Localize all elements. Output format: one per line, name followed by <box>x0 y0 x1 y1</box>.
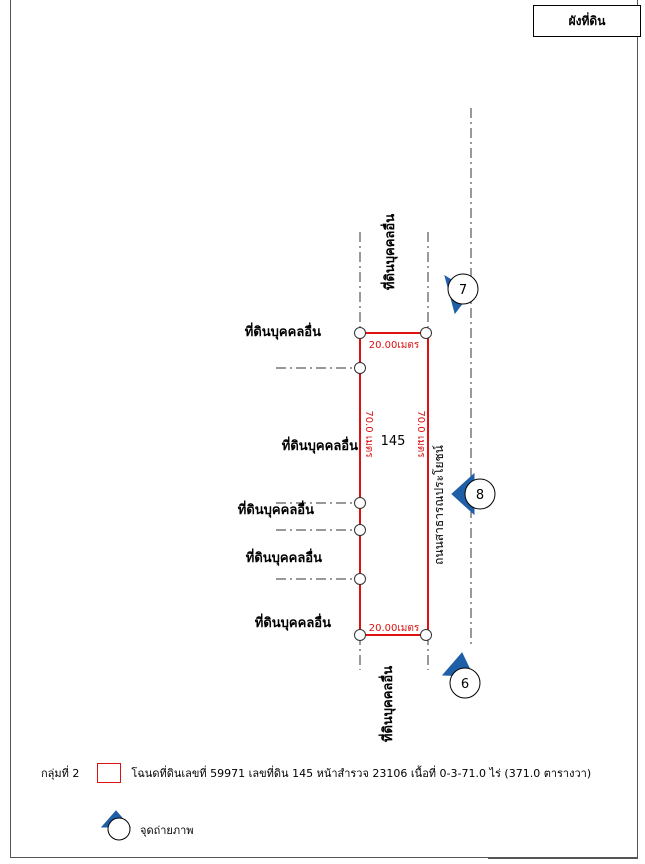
boundary-marker <box>354 327 366 339</box>
neighbor-north-label: ที่ดินบุคคลอื่น <box>380 214 398 290</box>
parcel-outline <box>359 332 429 636</box>
legend-parcel-swatch <box>97 763 122 783</box>
neighbor-west-label-5: ที่ดินบุคคลอื่น <box>255 613 331 631</box>
neighbor-west-label-2: ที่ดินบุคคลอื่น <box>282 436 358 454</box>
page-frame <box>10 0 638 858</box>
photo-point-circle <box>449 667 481 699</box>
dimension-bottom: 20.00เมตร <box>369 623 420 634</box>
photo-point-number: 8 <box>476 488 484 503</box>
legend-photo-row: จุดถ่ายภาพ <box>140 821 194 839</box>
page-title-text: ผังที่ดิน <box>568 13 606 28</box>
photo-point-circle <box>107 817 131 841</box>
boundary-marker <box>354 629 366 641</box>
boundary-marker <box>354 573 366 585</box>
photo-point-6: 6 <box>441 652 481 699</box>
legend-photo-point-icon <box>100 810 132 841</box>
photo-point-8: 8 <box>451 472 496 516</box>
dimension-top: 20.00เมตร <box>369 340 420 351</box>
boundary-marker <box>420 629 432 641</box>
neighbor-south-label: ที่ดินบุคคลอื่น <box>378 666 396 742</box>
dimension-left: 70.0 เมตร <box>363 410 374 458</box>
page-title: ผังที่ดิน <box>533 5 641 37</box>
road-label: ถนนสาธารณประโยชน์ <box>432 445 446 565</box>
dimension-right: 70.0 เมตร <box>415 410 426 458</box>
boundary-marker <box>354 362 366 374</box>
frame-stub <box>488 858 638 859</box>
neighbor-west-label-1: ที่ดินบุคคลอื่น <box>245 322 321 340</box>
legend-parcel-description: โฉนดที่ดินเลขที่ 59971 เลขที่ดิน 145 หน้… <box>131 767 592 780</box>
legend-group-label: กลุ่มที่ 2 <box>41 767 80 780</box>
boundary-marker <box>354 524 366 536</box>
photo-point-circle <box>447 273 479 305</box>
legend-photo-label: จุดถ่ายภาพ <box>140 824 194 837</box>
photo-point-circle <box>464 478 496 510</box>
parcel-number: 145 <box>381 434 406 449</box>
boundary-marker <box>420 327 432 339</box>
neighbor-west-label-3: ที่ดินบุคคลอื่น <box>238 500 314 518</box>
neighbor-west-label-4: ที่ดินบุคคลอื่น <box>246 548 322 566</box>
photo-point-7: 7 <box>444 273 479 315</box>
photo-point-number: 6 <box>461 677 469 692</box>
legend-parcel-row: กลุ่มที่ 2 โฉนดที่ดินเลขที่ 59971 เลขที่… <box>41 760 591 786</box>
boundary-marker <box>354 497 366 509</box>
photo-point-number: 7 <box>459 283 467 298</box>
